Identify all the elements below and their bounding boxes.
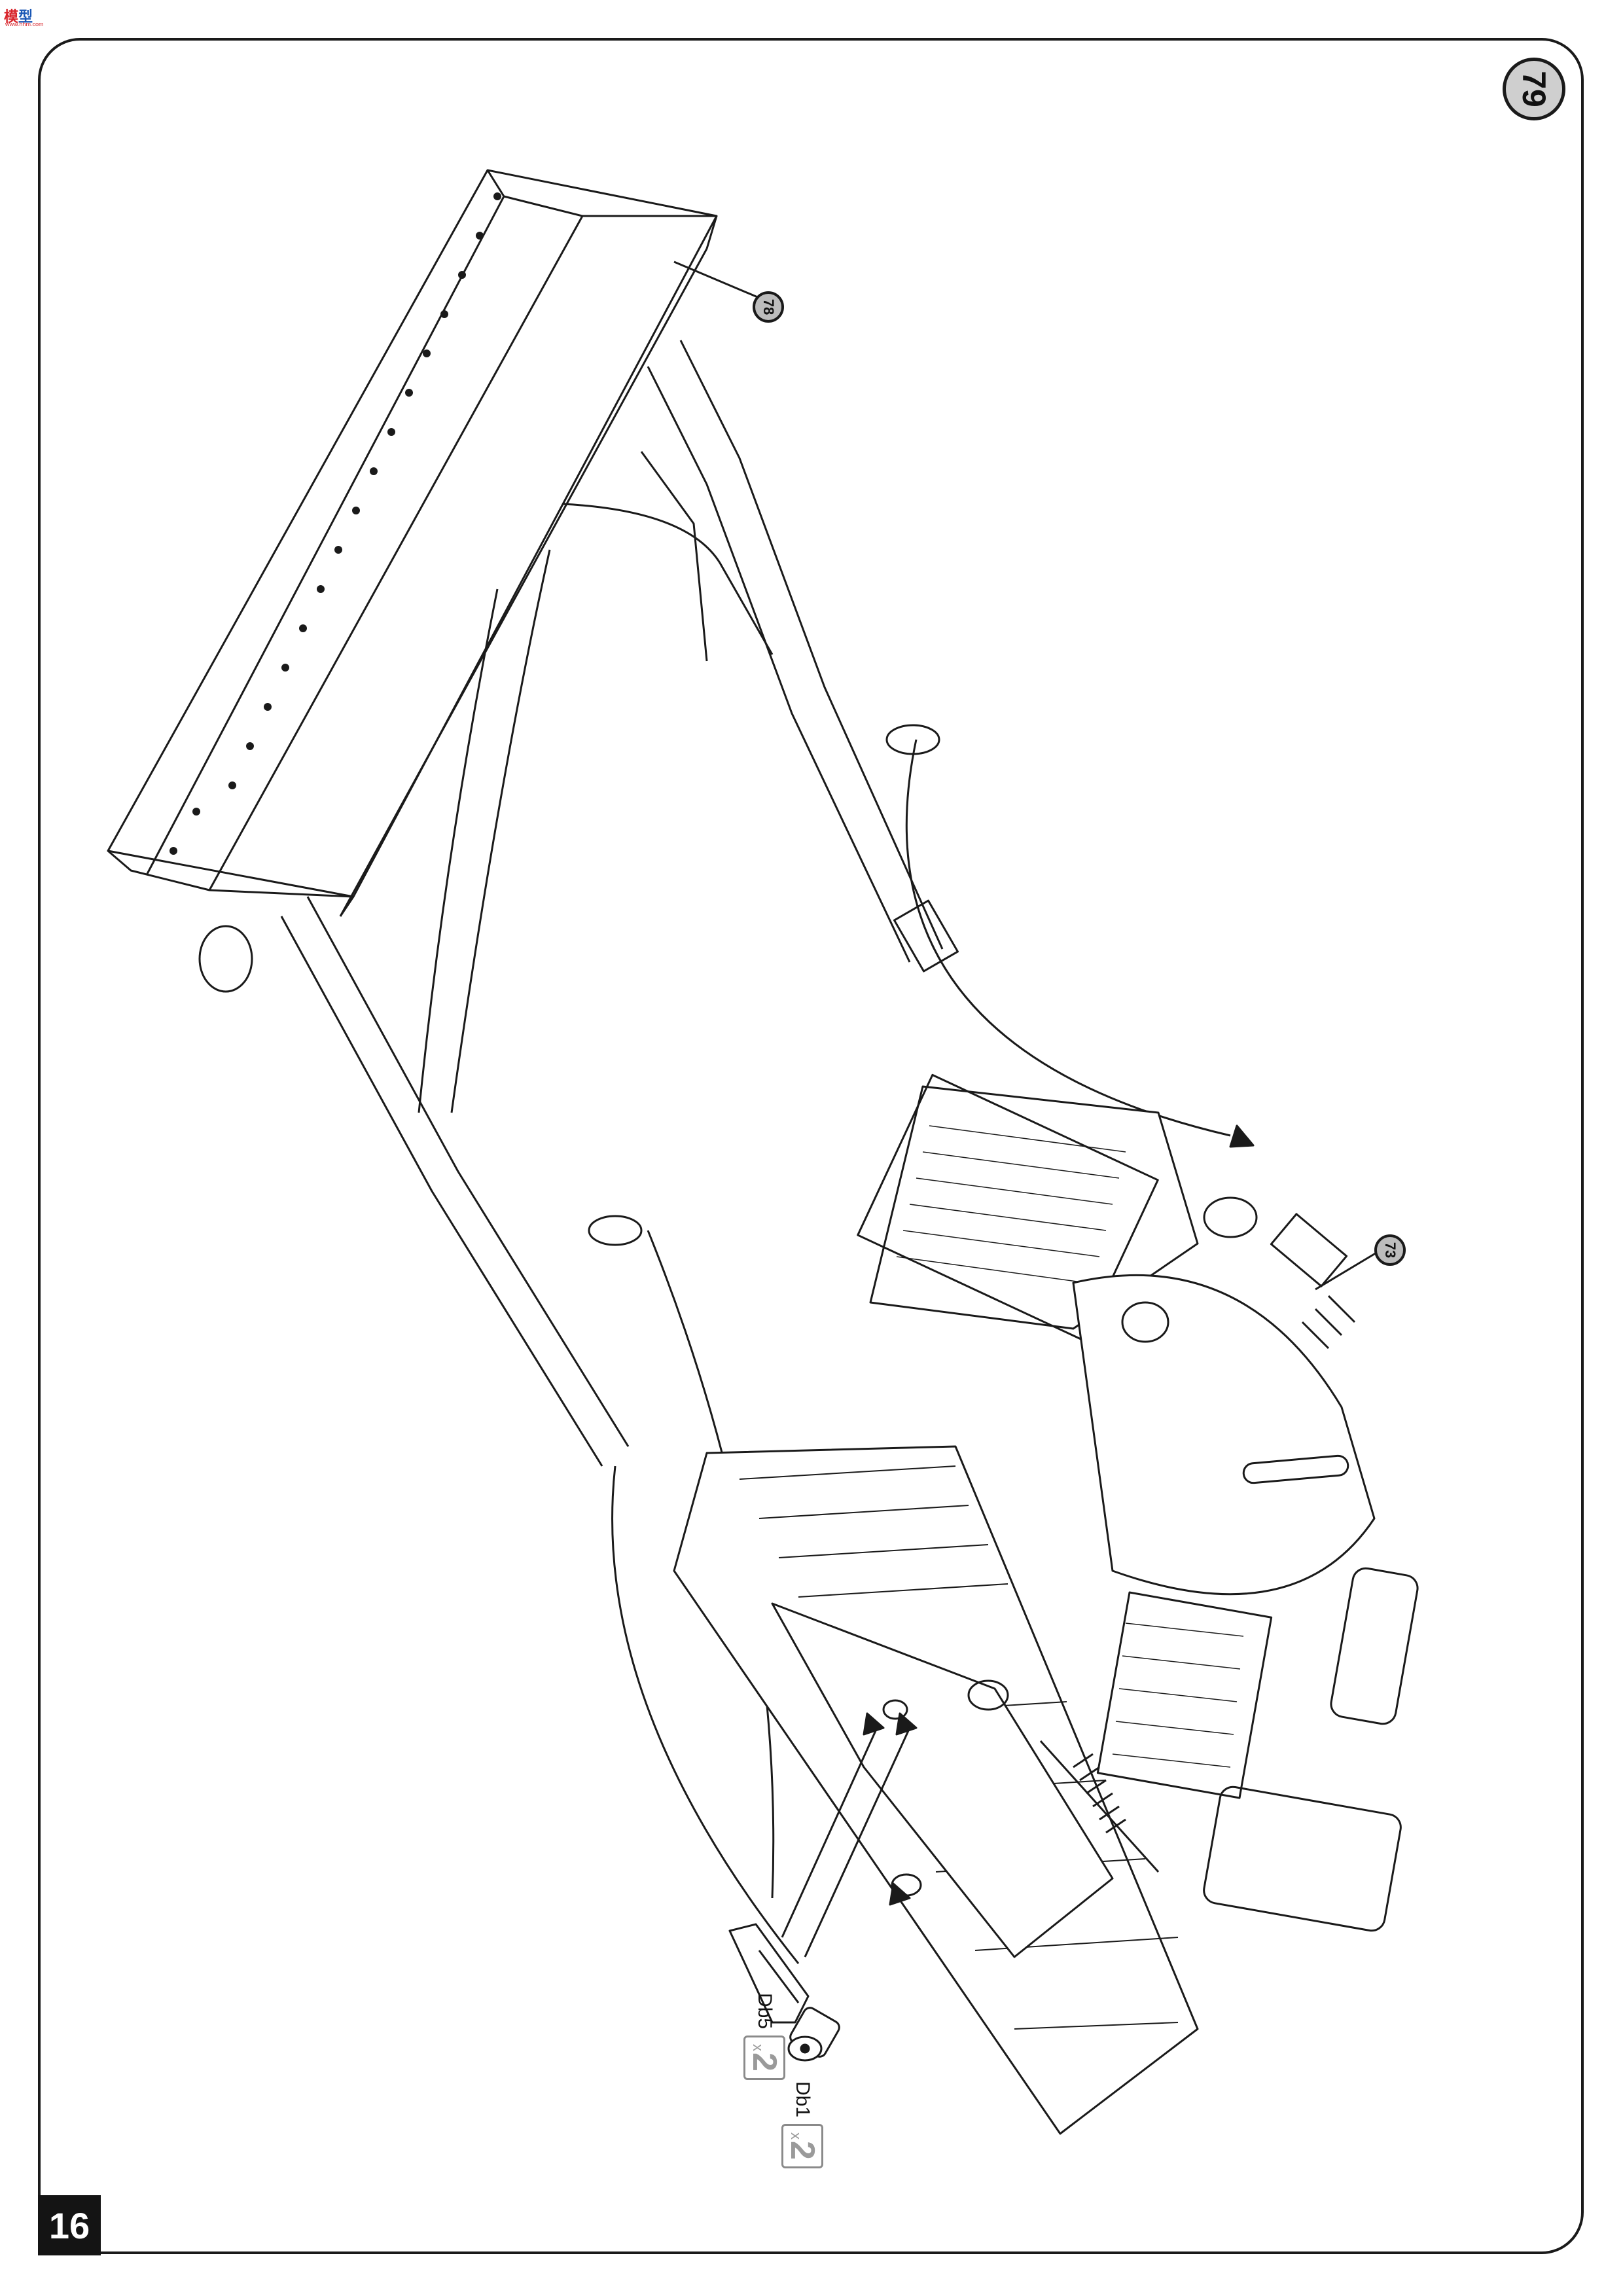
quantity-prefix: x [788, 2132, 804, 2140]
part-code: Db1 [792, 2081, 813, 2118]
callout-label: 78 [760, 298, 777, 315]
page-number: 16 [38, 2195, 101, 2255]
step-number-badge: 79 [1503, 58, 1565, 120]
quantity-prefix: x [750, 2044, 766, 2052]
quantity-value: 2 [783, 2141, 821, 2160]
part-quantity: x 2 [743, 2036, 785, 2080]
callout-step-ref-73: 73 [1374, 1234, 1406, 1266]
part-db5 [728, 1923, 810, 2024]
publisher-logo: 模型 www.hhm.com [4, 3, 44, 29]
assembly-arrows [781, 1124, 1255, 1958]
tractor-body [673, 1073, 1419, 2135]
part-db1 [787, 2007, 840, 2062]
page-frame [38, 38, 1584, 2254]
part-code: Db5 [754, 1993, 776, 2030]
callout-label: 73 [1382, 1242, 1399, 1259]
part-label-db5: Db5 x 2 [743, 1993, 785, 2080]
part-label-db1: Db1 x 2 [781, 2081, 823, 2168]
logo-url: www.hhm.com [5, 21, 44, 27]
part-quantity: x 2 [781, 2124, 823, 2168]
callout-step-ref-78: 78 [753, 291, 784, 323]
step-number: 79 [1516, 71, 1552, 107]
logo-mark: 模型 [4, 9, 33, 25]
quantity-value: 2 [745, 2053, 783, 2072]
dozer-blade [107, 169, 718, 917]
push-arms [198, 340, 959, 1467]
